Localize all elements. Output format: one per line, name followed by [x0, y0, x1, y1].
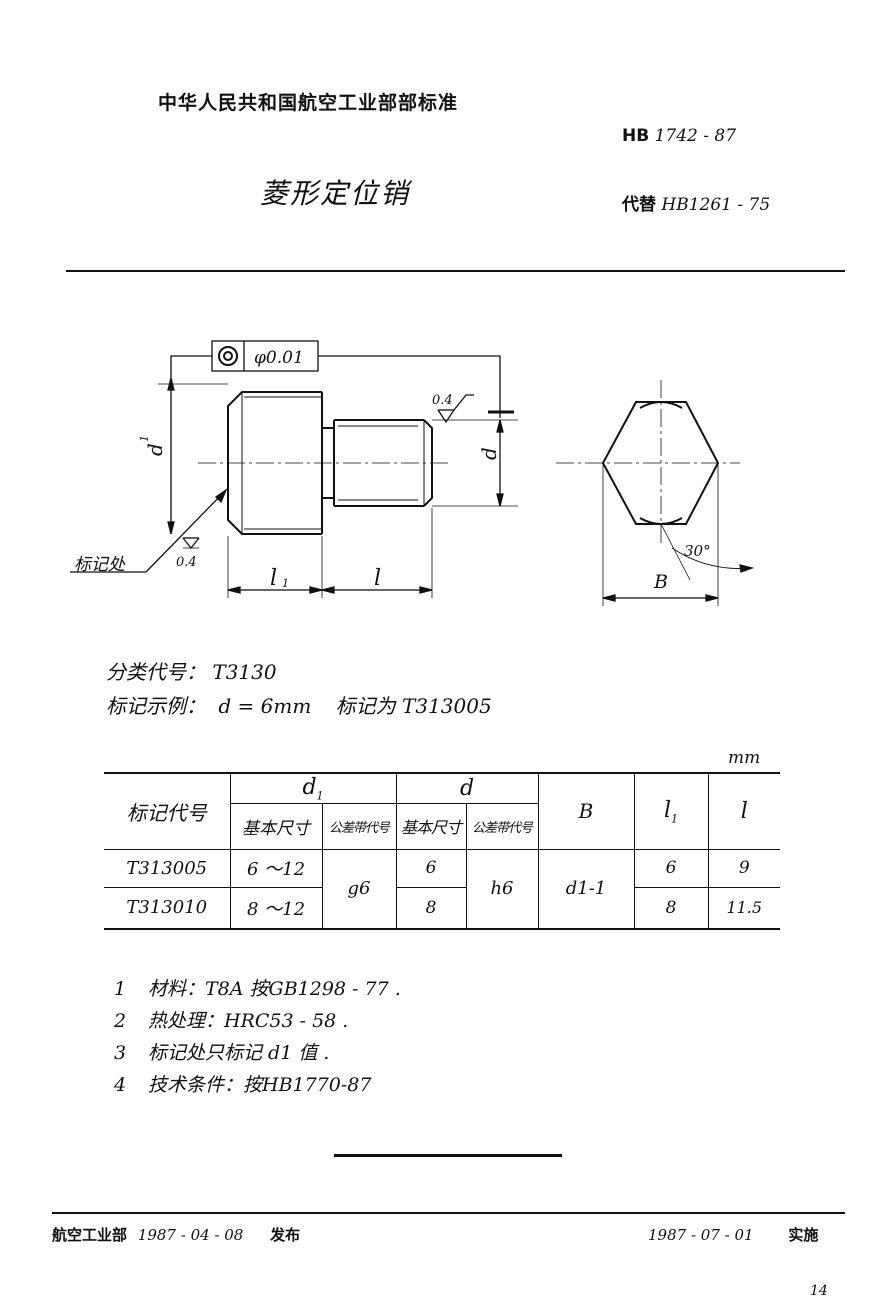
header-l1: l1	[634, 772, 709, 850]
footer-effective-date: 1987 - 07 - 01	[648, 1226, 754, 1244]
header-d1: d1	[230, 772, 397, 804]
example-label: 标记示例：	[106, 694, 206, 718]
note-2-text: 热处理：HRC53 - 58 .	[148, 1010, 349, 1032]
classification-line: 分类代号： T3130	[106, 656, 277, 685]
standard-code: 1742 - 87	[654, 126, 737, 146]
footer-issuer: 航空工业部	[52, 1226, 128, 1244]
row1-l1: 6	[634, 849, 709, 888]
end-rule	[334, 1154, 562, 1157]
row1-code: T313005	[104, 849, 231, 888]
note-3: 3 标记处只标记 d1 值 .	[114, 1038, 329, 1065]
note-4-text: 技术条件：按HB1770-87	[148, 1074, 372, 1096]
example-condition: d = 6mm	[218, 694, 312, 718]
row1-l: 9	[708, 849, 780, 888]
dimension-table: 标记代号 d1 d B l1 l 基本尺寸 公差带代号 基本尺寸 公差带代号 T…	[104, 772, 780, 930]
tolerance-value: φ0.01	[254, 348, 304, 368]
label-d1-sub: 1	[138, 435, 151, 442]
header-d: d	[396, 772, 539, 804]
standard-prefix: HB	[622, 126, 650, 146]
replaces-prefix: 代替	[622, 195, 656, 215]
label-d: d	[477, 447, 501, 460]
note-1-text: 材料：T8A 按GB1298 - 77 .	[148, 978, 401, 1000]
table-header-row-2: 基本尺寸 公差带代号 基本尺寸 公差带代号	[104, 803, 780, 850]
footer-issue: 航空工业部 1987 - 04 - 08 发布	[52, 1224, 300, 1245]
header-d-tol: 公差带代号	[466, 803, 539, 850]
table-row: T313005 6 ～12 g6 6 h6 d1-1 6 9	[104, 849, 780, 930]
organization-title: 中华人民共和国航空工业部部标准	[158, 92, 459, 114]
header-l1-sub: 1	[671, 811, 679, 825]
d-tolerance: h6	[466, 849, 539, 930]
row2-d1-basic: 8 ～12	[230, 887, 323, 930]
note-1: 1 材料：T8A 按GB1298 - 77 .	[114, 974, 401, 1001]
d1-tolerance: g6	[322, 849, 397, 930]
label-d1: d	[143, 443, 167, 456]
example-line: 标记示例： d = 6mm 标记为 T313005	[106, 690, 492, 719]
header-code: 标记代号	[104, 772, 231, 850]
footer-issue-date: 1987 - 04 - 08	[137, 1226, 244, 1244]
note-2-number: 2	[114, 1010, 127, 1032]
footer-effective: 1987 - 07 - 01 实施	[648, 1224, 818, 1245]
label-l1-sub: 1	[282, 577, 289, 590]
row2-d-basic: 8	[396, 887, 467, 930]
classification-value: T3130	[212, 660, 277, 684]
example-marking-label: 标记为	[335, 694, 396, 718]
note-4: 4 技术条件：按HB1770-87	[114, 1070, 371, 1097]
header-l1-symbol: l	[663, 797, 672, 823]
note-3-text: 标记处只标记 d1 值 .	[148, 1042, 330, 1064]
page-number: 14	[810, 1283, 828, 1299]
footer-rule	[52, 1212, 845, 1214]
row2-l1: 8	[634, 887, 709, 930]
header-rule	[66, 270, 845, 272]
classification-label: 分类代号：	[106, 660, 206, 684]
B-value: d1-1	[538, 849, 635, 930]
table-header-row-1: 标记代号 d1 d B l1 l	[104, 772, 780, 850]
note-4-number: 4	[114, 1074, 127, 1096]
note-3-number: 3	[114, 1042, 127, 1064]
row1-d1-basic: 6 ～12	[230, 849, 323, 888]
header-d1-sub: 1	[316, 788, 324, 802]
footer-effective-word: 实施	[788, 1226, 819, 1244]
concentricity-icon	[218, 346, 238, 366]
label-l: l	[374, 566, 381, 591]
roughness-left-value: 0.4	[176, 555, 197, 570]
example-marking-value: T313005	[402, 694, 492, 718]
document-title: 菱形定位销	[260, 177, 411, 210]
row2-l: 11.5	[708, 887, 780, 930]
roughness-right-value: 0.4	[432, 393, 453, 408]
standard-number: HB 1742 - 87	[622, 126, 736, 146]
label-B: B	[653, 571, 668, 593]
footer-issue-word: 发布	[270, 1226, 301, 1244]
header-B: B	[538, 772, 635, 850]
marking-location-label: 标记处	[74, 555, 125, 575]
label-angle: 30°	[684, 542, 711, 560]
note-2: 2 热处理：HRC53 - 58 .	[114, 1006, 348, 1033]
replaces-standard: 代替 HB1261 - 75	[622, 190, 770, 215]
header-d1-tol: 公差带代号	[322, 803, 397, 850]
table-row: T313010 8 ～12 8 8 11.5	[104, 887, 780, 930]
note-1-number: 1	[114, 978, 127, 1000]
row2-code: T313010	[104, 887, 231, 930]
unit-label: mm	[728, 748, 761, 768]
label-l1: l	[270, 566, 277, 591]
header-d1-symbol: d	[302, 774, 317, 800]
row1-d-basic: 6	[396, 849, 467, 888]
technical-drawing: φ0.01 0.4 0.4 d 1 d l 1 l B 30°	[70, 340, 755, 606]
replaces-code: HB1261 - 75	[661, 195, 771, 215]
header-d1-basic: 基本尺寸	[230, 803, 323, 850]
header-d-basic: 基本尺寸	[396, 803, 467, 850]
header-l: l	[708, 772, 780, 850]
